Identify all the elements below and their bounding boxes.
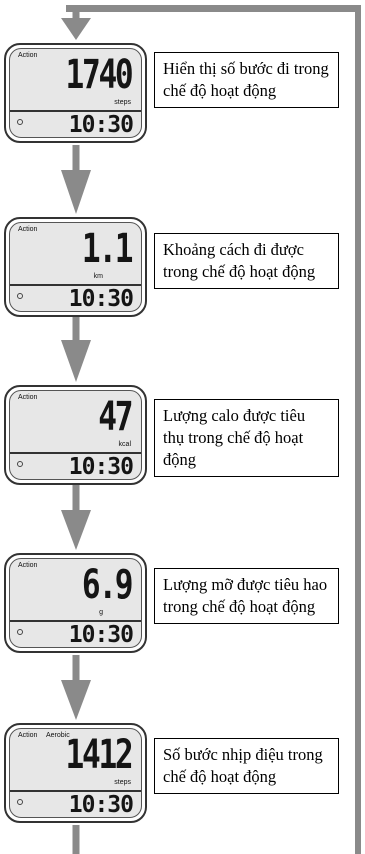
reading-unit: steps <box>114 779 131 786</box>
lcd-divider <box>10 790 141 792</box>
arrow-head <box>61 340 91 382</box>
lcd-screen: Action 1740 steps 10:30 <box>9 48 142 138</box>
caption-calories: Lượng calo được tiêu thụ trong chế độ ho… <box>154 399 339 477</box>
clock-icon <box>17 461 23 467</box>
watch-display-steps: Action 1740 steps 10:30 <box>4 43 147 143</box>
clock-icon <box>17 799 23 805</box>
lcd-screen: Action 6.9 g 10:30 <box>9 558 142 648</box>
mode-label: Action <box>18 394 38 401</box>
watch-display-distance: Action 1.1 km 10:30 <box>4 217 147 317</box>
mode-label: Action <box>18 226 38 233</box>
arrow-shaft <box>72 145 80 170</box>
reading-unit: steps <box>114 99 131 106</box>
reading-unit: km <box>93 273 103 280</box>
caption-steps: Hiển thị số bước đi trong chế độ hoạt độ… <box>154 52 339 108</box>
reading-value: 6.9 <box>81 562 134 608</box>
reading-value: 1.1 <box>81 226 134 272</box>
clock-time: 10:30 <box>68 112 134 138</box>
reading-value: 47 <box>98 394 133 440</box>
mode-label: Action <box>18 52 38 59</box>
arrow-head <box>61 680 91 720</box>
arrow-shaft <box>72 315 80 340</box>
caption-fat: Lượng mỡ được tiêu hao trong chế độ hoạt… <box>154 568 339 624</box>
clock-icon <box>17 119 23 125</box>
caption-distance: Khoảng cách đi được trong chế độ hoạt độ… <box>154 233 339 289</box>
loop-right-line <box>355 5 361 854</box>
arrow-shaft <box>72 485 80 510</box>
clock-icon <box>17 293 23 299</box>
lcd-screen: Action Aerobic 1412 steps 10:30 <box>9 728 142 818</box>
lcd-divider <box>10 110 141 112</box>
clock-time: 10:30 <box>68 792 134 818</box>
lcd-divider <box>10 452 141 454</box>
arrow-head <box>61 18 91 40</box>
lcd-divider <box>10 620 141 622</box>
clock-time: 10:30 <box>68 622 134 648</box>
watch-display-aerobic-steps: Action Aerobic 1412 steps 10:30 <box>4 723 147 823</box>
clock-icon <box>17 629 23 635</box>
caption-aerobic-steps: Số bước nhịp điệu trong chế độ hoạt động <box>154 738 339 794</box>
reading-unit: g <box>99 609 103 616</box>
reading-unit: kcal <box>118 441 131 448</box>
lcd-screen: Action 47 kcal 10:30 <box>9 390 142 480</box>
arrow-shaft <box>72 5 80 18</box>
clock-time: 10:30 <box>68 454 134 480</box>
loop-top-line <box>66 5 365 12</box>
arrow-head <box>61 170 91 214</box>
lcd-screen: Action 1.1 km 10:30 <box>9 222 142 312</box>
reading-value: 1412 <box>65 732 133 778</box>
clock-time: 10:30 <box>68 286 134 312</box>
reading-value: 1740 <box>65 52 133 98</box>
mode-label-secondary: Aerobic <box>46 732 70 739</box>
lcd-divider <box>10 284 141 286</box>
arrow-head <box>61 510 91 550</box>
arrow-tail-line <box>72 825 80 854</box>
watch-display-calories: Action 47 kcal 10:30 <box>4 385 147 485</box>
arrow-shaft <box>72 655 80 680</box>
mode-label: Action <box>18 732 38 739</box>
watch-display-fat: Action 6.9 g 10:30 <box>4 553 147 653</box>
mode-label: Action <box>18 562 38 569</box>
